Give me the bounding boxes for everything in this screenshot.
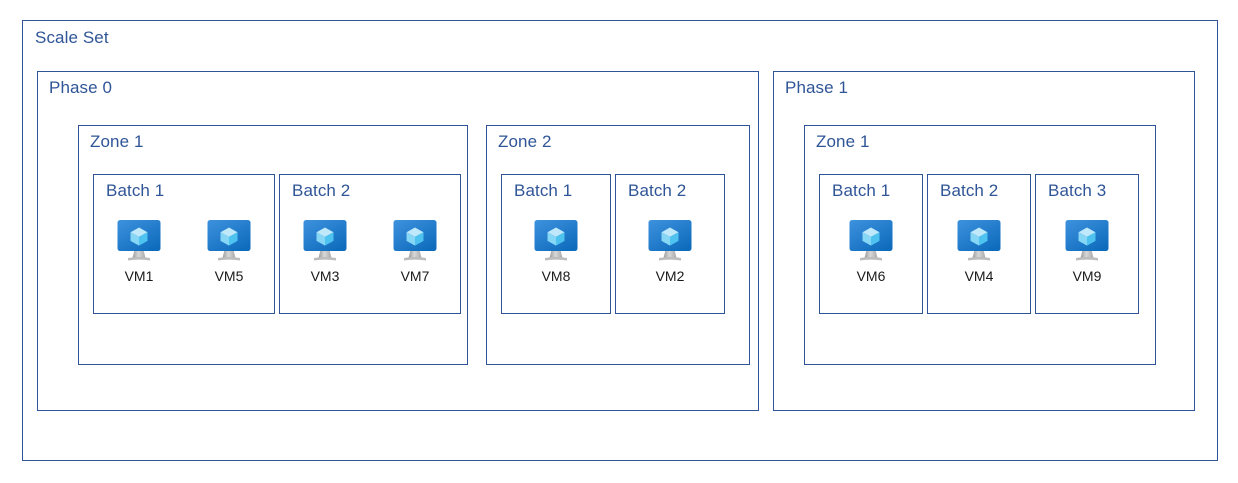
batch-title: Batch 1 <box>514 181 573 200</box>
phase-1-zone-1-container: Zone 1 Batch 1 VM6 Batch 2 <box>804 125 1156 365</box>
vm-row: VM8 <box>502 217 610 284</box>
phase-0-container: Phase 0 Zone 1 Batch 1 VM1 VM5 <box>37 71 759 411</box>
phase-0-zone-2-batch-2-container: Batch 2 VM2 <box>615 174 725 314</box>
batch-title: Batch 3 <box>1048 181 1107 200</box>
phase-1-zone-1-batch-2-container: Batch 2 VM4 <box>927 174 1031 314</box>
vm-label: VM8 <box>541 268 571 284</box>
vm-item[interactable]: VM1 <box>104 217 174 284</box>
vm-row: VM6 <box>820 217 922 284</box>
virtual-machine-icon <box>112 217 166 267</box>
phase-1-zone-1-title: Zone 1 <box>816 132 870 151</box>
vm-item[interactable]: VM4 <box>944 217 1014 284</box>
virtual-machine-icon <box>298 217 352 267</box>
phase-0-zone-1-batch-2-container: Batch 2 VM3 VM7 <box>279 174 461 314</box>
vm-item[interactable]: VM3 <box>290 217 360 284</box>
virtual-machine-icon <box>1060 217 1114 267</box>
vm-label: VM7 <box>400 268 430 284</box>
vm-label: VM3 <box>310 268 340 284</box>
vm-item[interactable]: VM5 <box>194 217 264 284</box>
vm-label: VM6 <box>856 268 886 284</box>
vm-label: VM1 <box>124 268 154 284</box>
phase-1-title: Phase 1 <box>785 78 849 97</box>
phase-0-zone-2-batch-1-container: Batch 1 VM8 <box>501 174 611 314</box>
phase-0-zone-2-container: Zone 2 Batch 1 VM8 Batch 2 <box>486 125 750 365</box>
batch-title: Batch 1 <box>832 181 891 200</box>
phase-0-title: Phase 0 <box>49 78 113 97</box>
vm-row: VM1 VM5 <box>94 217 274 284</box>
vm-item[interactable]: VM8 <box>521 217 591 284</box>
batch-title: Batch 1 <box>106 181 165 200</box>
phase-0-zone-1-container: Zone 1 Batch 1 VM1 VM5 <box>78 125 468 365</box>
vm-item[interactable]: VM2 <box>635 217 705 284</box>
vm-item[interactable]: VM9 <box>1052 217 1122 284</box>
scale-set-container: Scale Set Phase 0 Zone 1 Batch 1 VM1 <box>22 20 1218 461</box>
virtual-machine-icon <box>202 217 256 267</box>
vm-label: VM5 <box>214 268 244 284</box>
vm-item[interactable]: VM7 <box>380 217 450 284</box>
vm-label: VM9 <box>1072 268 1102 284</box>
vm-row: VM3 VM7 <box>280 217 460 284</box>
virtual-machine-icon <box>529 217 583 267</box>
vm-row: VM9 <box>1036 217 1138 284</box>
virtual-machine-icon <box>844 217 898 267</box>
phase-1-container: Phase 1 Zone 1 Batch 1 VM6 Batch 2 <box>773 71 1195 411</box>
vm-row: VM4 <box>928 217 1030 284</box>
phase-1-zone-1-batch-1-container: Batch 1 VM6 <box>819 174 923 314</box>
vm-label: VM4 <box>964 268 994 284</box>
vm-row: VM2 <box>616 217 724 284</box>
batch-title: Batch 2 <box>940 181 999 200</box>
scale-set-title: Scale Set <box>35 28 109 47</box>
virtual-machine-icon <box>952 217 1006 267</box>
phase-0-zone-2-title: Zone 2 <box>498 132 552 151</box>
phase-0-zone-1-batch-1-container: Batch 1 VM1 VM5 <box>93 174 275 314</box>
batch-title: Batch 2 <box>292 181 351 200</box>
phase-0-zone-1-title: Zone 1 <box>90 132 144 151</box>
virtual-machine-icon <box>388 217 442 267</box>
vm-label: VM2 <box>655 268 685 284</box>
phase-1-zone-1-batch-3-container: Batch 3 VM9 <box>1035 174 1139 314</box>
vm-item[interactable]: VM6 <box>836 217 906 284</box>
virtual-machine-icon <box>643 217 697 267</box>
batch-title: Batch 2 <box>628 181 687 200</box>
